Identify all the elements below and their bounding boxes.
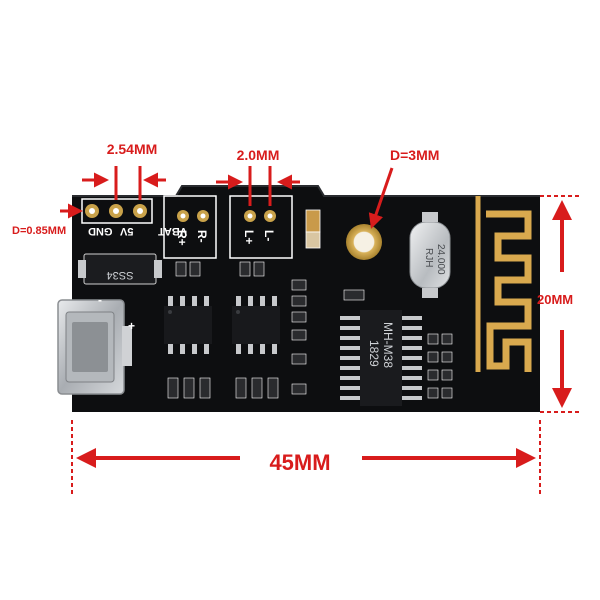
mounting-hole	[346, 224, 382, 260]
speaker-pitch-label: 2.0MM	[237, 147, 280, 163]
l-plus-label: L+	[242, 230, 256, 244]
bluetooth-antenna-trace	[475, 196, 532, 372]
l-minus-label: L-	[262, 230, 276, 241]
crystal-frequency: 24.000	[435, 244, 446, 275]
bluetooth-module-label: MH-M38	[381, 322, 395, 368]
micro-usb-port	[57, 299, 132, 395]
amplifier-ic-right	[164, 296, 212, 354]
width-dimension-lines	[71, 420, 541, 494]
diode-component	[78, 253, 162, 285]
gnd-label: GND	[88, 225, 113, 237]
hole-diameter-arrow	[368, 167, 394, 229]
left-speaker-pads	[229, 195, 293, 259]
amplifier-ic-left	[232, 296, 280, 354]
pin-hole-label: D=0.85MM	[12, 225, 66, 237]
r-plus-label: R+	[175, 230, 189, 246]
bluetooth-module-chip	[340, 310, 422, 406]
hole-diameter-label: D=3MM	[390, 147, 439, 163]
pin-pitch-label: 2.54MM	[107, 141, 158, 157]
capacitor-components	[305, 209, 321, 249]
speaker-pitch-arrows	[216, 166, 300, 206]
right-speaker-pads	[163, 195, 217, 259]
passive-components-amp	[167, 261, 307, 399]
crystal-label: RJH	[423, 248, 434, 267]
passive-components-module	[343, 289, 453, 399]
r-minus-label: R-	[195, 230, 209, 243]
height-label: 20MM	[537, 292, 573, 307]
vbat-label: VBAT	[158, 225, 187, 237]
crystal-oscillator	[409, 212, 451, 298]
height-dimension-lines	[540, 195, 580, 413]
bluetooth-module-code: 1829	[367, 340, 381, 367]
width-label: 45MM	[269, 450, 330, 475]
pin-pitch-arrows	[82, 166, 166, 200]
usb-plus-label: +	[128, 319, 135, 333]
5v-label: 5V	[119, 225, 133, 237]
diode-label: SS34	[107, 269, 134, 281]
usb-minus-label: -	[98, 293, 102, 307]
